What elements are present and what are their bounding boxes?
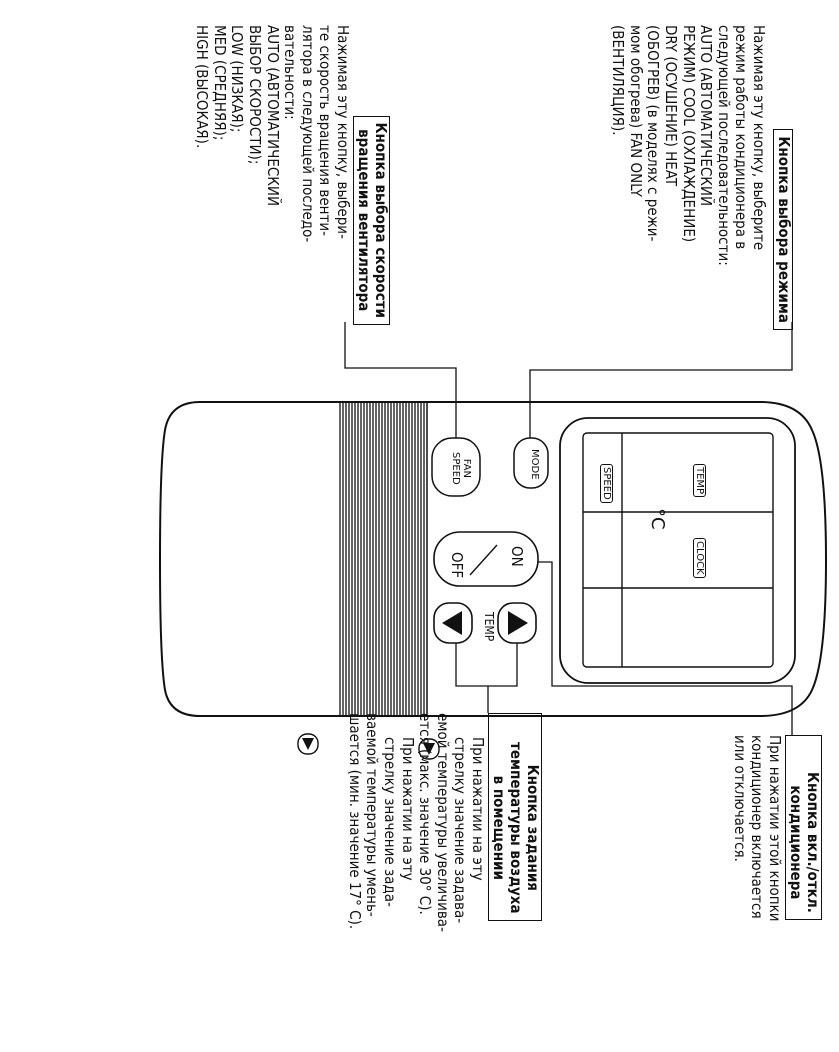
mode-callout-line: (ВЕНТИЛЯЦИЯ).: [609, 25, 628, 136]
onoff-callout-line: или отключается.: [730, 735, 749, 862]
onoff-callout-title: Кнопка вкл./откл. кондиционера: [785, 735, 822, 920]
fan-callout-title: Кнопка выбора скорости вращения вентилят…: [353, 115, 390, 325]
fan-callout-line: те скорость вращения венти-: [316, 25, 335, 237]
mode-callout-line: Нажимая эту кнопку, выберите: [750, 25, 768, 251]
fan-callout: Кнопка выбора скорости вращения вентилят…: [193, 25, 390, 325]
temp-callout-line: стрелку значение зада-: [381, 737, 400, 907]
temp-callout: Кнопка задания температуры воздуха в пом…: [345, 713, 542, 1043]
mode-callout-line: мом обогрева) FAN ONLY: [626, 25, 645, 197]
temp-up-arrow-icon: [508, 611, 528, 635]
fan-callout-line: лятора в следующей последо-: [298, 25, 317, 243]
display-screen: [582, 432, 774, 668]
temp-callout-line: ется (макс. значение 30° С).: [416, 713, 435, 915]
temp-callout-line: При нажатии на эту: [469, 737, 487, 881]
mode-callout-line: AUTO (АВТОМАТИЧЕСКИЙ: [697, 25, 716, 207]
on-label[interactable]: ON: [508, 546, 526, 567]
fan-callout-line: HIGH (ВЫСОКАЯ).: [193, 25, 212, 149]
onoff-callout-line: При нажатии этой кнопки: [766, 735, 784, 922]
temp-arrow-key-icons: [297, 733, 440, 760]
mode-callout-line: РЕЖИМ) COOL (ОХЛАЖДЕНИЕ): [679, 25, 698, 243]
onoff-callout-line: кондиционер включается: [748, 735, 767, 919]
off-label[interactable]: OFF: [448, 552, 466, 579]
mode-callout: Кнопка выбора режима Нажимая эту кнопку,…: [609, 25, 793, 330]
fan-callout-line: Нажимая эту кнопку, выбери-: [334, 25, 352, 239]
temp-callout-line: ваемой температуры умень-: [363, 713, 382, 917]
mode-callout-line: режим работы кондиционера в: [732, 25, 751, 250]
display-clock-label: CLOCK: [693, 538, 706, 578]
on-off-button-shape[interactable]: [433, 531, 539, 587]
mode-callout-line: DRY (ОСУШЕНИЕ) HEAT: [662, 25, 681, 187]
temp-down-arrow-icon: [442, 611, 462, 635]
mode-button-shape[interactable]: [513, 437, 549, 489]
mode-callout-line: следующей последовательности:: [714, 25, 733, 266]
display-degree-symbol: °C: [647, 508, 668, 530]
remote-body: [158, 401, 828, 717]
temp-callout-line: шается (мин. значение 17° С).: [345, 713, 364, 930]
fan-speed-button-label[interactable]: FAN SPEED: [450, 452, 472, 485]
temp-callout-title: Кнопка задания температуры воздуха в пом…: [488, 713, 542, 921]
onoff-callout: Кнопка вкл./откл. кондиционера При нажат…: [730, 735, 822, 1040]
mode-callout-line: (ОБОГРЕВ) (в моделях с режи-: [644, 25, 663, 242]
leader-lines: [344, 322, 793, 735]
temp-callout-line: стрелку значение задава-: [451, 737, 470, 924]
display-temp-label: TEMP: [693, 464, 706, 498]
temp-callout-line: При нажатии на эту: [398, 737, 417, 881]
temp-callout-line: емой температуры увеличива-: [433, 713, 452, 932]
fan-callout-line: ВЫБОР СКОРОСТИ);: [246, 25, 265, 165]
fan-callout-line: MED (СРЕДНЯЯ);: [210, 25, 229, 141]
mode-button-label[interactable]: MODE: [529, 449, 540, 480]
mode-callout-title: Кнопка выбора режима: [773, 129, 793, 330]
fan-callout-line: LOW (НИЗКАЯ);: [228, 25, 247, 133]
display-frame: [559, 417, 796, 684]
display-speed-label: SPEED: [600, 464, 613, 503]
grip-ribs: [339, 403, 425, 715]
fan-callout-line: вательности:: [281, 25, 300, 120]
temp-button-label: TEMP: [482, 612, 496, 642]
fan-callout-line: AUTO (АВТОМАТИЧЕСКИЙ: [263, 25, 282, 207]
